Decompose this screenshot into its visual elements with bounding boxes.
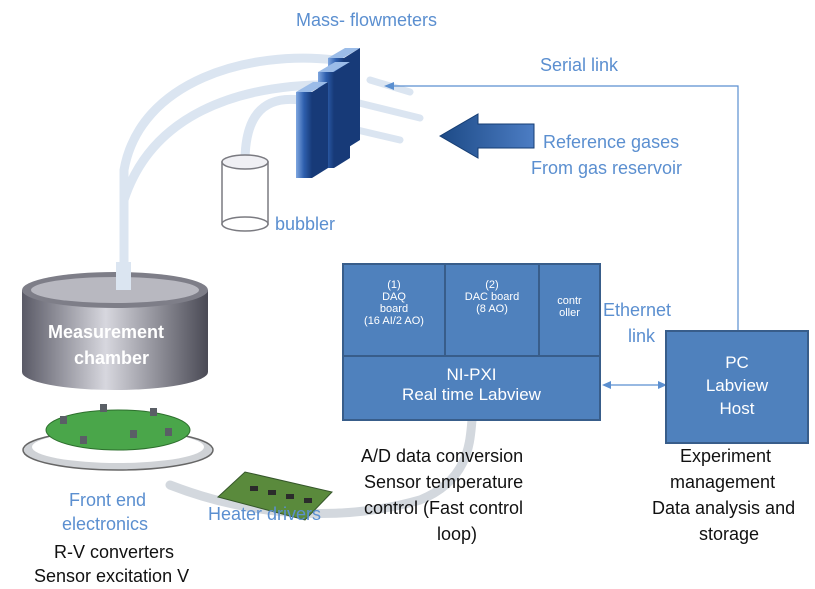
bubbler-vessel — [221, 154, 269, 232]
controller-box: contr oller — [538, 263, 601, 357]
dac-board-number: (2) — [485, 279, 499, 291]
heater-driver-board — [216, 471, 333, 521]
measurement-chamber-label: Measurement — [48, 322, 165, 342]
serial-link-line — [386, 85, 739, 330]
pc-host-label: Host — [719, 398, 755, 418]
ethernet-link-label-2: link — [628, 326, 656, 346]
gas-tube — [119, 53, 340, 277]
sensor-excitation-label: Sensor excitation V — [34, 566, 190, 586]
dac-board-channels: (8 AO) — [476, 303, 508, 315]
bubbler-label: bubbler — [275, 214, 336, 234]
controller-label: contr — [557, 295, 582, 307]
pc-host-box: PC Labview Host — [665, 330, 809, 444]
measurement-chamber-label-2: chamber — [74, 348, 150, 368]
daq-board-number: (1) — [387, 279, 401, 291]
reference-gases-label: Reference gases — [543, 132, 680, 152]
rv-converters-label: R-V converters — [54, 542, 175, 562]
serial-link-label: Serial link — [540, 55, 619, 75]
controller-label-2: oller — [559, 307, 580, 319]
experiment-label: Experiment — [680, 446, 772, 466]
gas-tubes — [119, 53, 424, 277]
daq-board-box: (1) DAQ board (16 AI/2 AO) — [342, 263, 446, 357]
front-end-board — [22, 404, 214, 471]
measurement-chamber — [22, 262, 208, 390]
daq-board-channels: (16 AI/2 AO) — [364, 315, 424, 327]
fast-control-label: control (Fast control — [364, 498, 524, 518]
daq-board-label-2: board — [379, 303, 409, 315]
serial-link-arrowhead — [384, 82, 394, 90]
ethernet-link-label: Ethernet — [603, 300, 672, 320]
gas-tube — [240, 94, 305, 167]
pc-labview-label: Labview — [705, 375, 769, 395]
daq-board-label: DAQ — [382, 291, 406, 303]
data-analysis-label: Data analysis and — [652, 498, 796, 518]
ad-conversion-label: A/D data conversion — [361, 446, 524, 466]
ethernet-arrowhead-left — [602, 381, 611, 389]
pc-label: PC — [725, 353, 749, 372]
ni-pxi-box: NI-PXI Real time Labview — [342, 355, 601, 421]
front-end-label-2: electronics — [62, 514, 149, 534]
reference-gas-arrow — [439, 113, 535, 159]
management-label: management — [670, 472, 776, 492]
dac-board-label: DAC board — [464, 291, 520, 303]
dac-board-box: (2) DAC board (8 AO) — [444, 263, 540, 357]
gas-tube — [119, 80, 357, 205]
mass-flowmeters-label: Mass- flowmeters — [296, 10, 438, 30]
heater-drivers-label: Heater drivers — [208, 504, 322, 524]
reference-gases-source-label: From gas reservoir — [531, 158, 683, 178]
ni-pxi-subtitle: Real time Labview — [402, 385, 541, 404]
flowmeter — [296, 82, 328, 178]
front-end-label: Front end — [69, 490, 147, 510]
loop-label: loop) — [437, 524, 478, 544]
sensor-temperature-label: Sensor temperature — [364, 472, 524, 492]
flowmeter-pipe — [351, 98, 424, 122]
ethernet-arrowhead-right — [658, 381, 667, 389]
storage-label: storage — [699, 524, 760, 544]
mass-flowmeters — [296, 48, 360, 178]
signal-cable — [165, 415, 477, 518]
ni-pxi-title: NI-PXI — [446, 365, 497, 384]
